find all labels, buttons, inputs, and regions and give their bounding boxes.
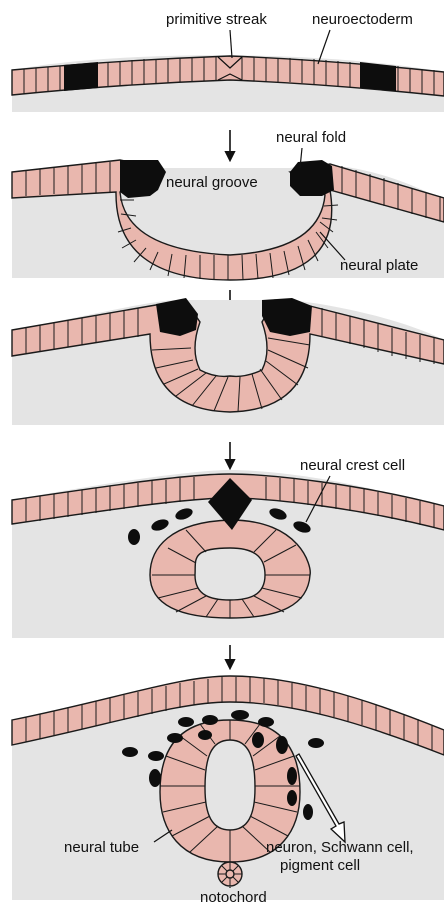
- neural-crest-cell: [303, 804, 313, 820]
- neural-crest-cell: [128, 529, 140, 545]
- neural-crest-cell: [231, 710, 249, 720]
- stage-5-panel: neural tube neuron, Schwann cell, pigmen…: [12, 676, 444, 906]
- stage-1-panel: primitive streak neuroectoderm: [12, 11, 444, 112]
- notochord-label: notochord: [200, 889, 267, 906]
- derivatives-label-line1: neuron, Schwann cell,: [266, 839, 414, 856]
- neural-fold-primordium-right: [360, 62, 396, 91]
- neural-crest-cell: [258, 717, 274, 727]
- neural-crest-cell: [202, 715, 218, 725]
- neural-crest-cell: [287, 790, 297, 806]
- neural-fold-primordium-left: [64, 62, 98, 91]
- neural-plate-label: neural plate: [340, 257, 418, 274]
- neural-crest-cell: [122, 747, 138, 757]
- neural-crest-cell-label: neural crest cell: [300, 457, 405, 474]
- stage-2-panel: neural fold neural groove neural plate: [12, 129, 444, 280]
- neural-fold-label: neural fold: [276, 129, 346, 146]
- neural-fold-right: [290, 160, 334, 196]
- neural-crest-cell: [252, 732, 264, 748]
- neural-crest-cell: [287, 767, 297, 785]
- neuroectoderm-label: neuroectoderm: [312, 11, 413, 28]
- stage-3-panel: [12, 298, 444, 425]
- neural-crest-cell: [148, 751, 164, 761]
- neural-crest-cell: [149, 769, 161, 787]
- derivatives-label-line2: pigment cell: [280, 857, 360, 874]
- neural-crest-cell: [276, 736, 288, 754]
- neural-fold-right-elevated: [262, 298, 312, 336]
- neural-crest-cell: [308, 738, 324, 748]
- notochord: [218, 862, 242, 886]
- neural-tube-label: neural tube: [64, 839, 139, 856]
- neural-groove-label: neural groove: [166, 174, 258, 191]
- neural-crest-cell: [198, 730, 212, 740]
- neural-crest-cell: [167, 733, 183, 743]
- stage-4-panel: neural crest cell: [12, 457, 444, 638]
- neural-crest-cell: [178, 717, 194, 727]
- primitive-streak-label: primitive streak: [166, 11, 267, 28]
